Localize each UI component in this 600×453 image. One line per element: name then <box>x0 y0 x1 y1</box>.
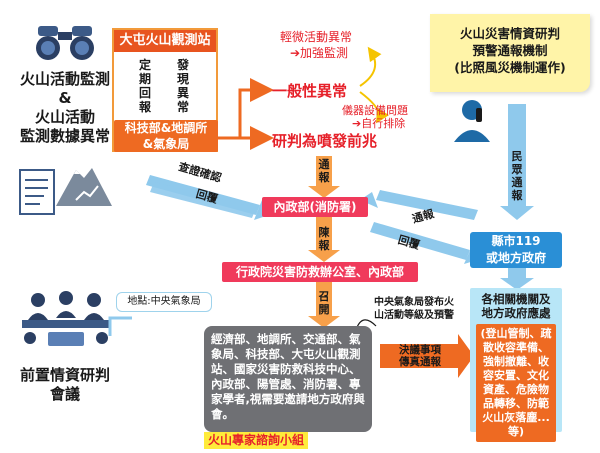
location-note: 地點:中央氣象局 <box>116 292 212 312</box>
present-label: 陳報 <box>318 226 330 252</box>
expert-group-panel: 經濟部、地調所、交通部、氣象局、科技部、大屯火山觀測站、國家災害防救科技中心、內… <box>204 326 372 432</box>
agencies-panel: 各相關機關及 地方政府應處 (登山管制、疏散收容準備、強制撤離、收容安置、文化資… <box>470 288 562 442</box>
meeting-label-1: 前置情資研判 <box>19 366 110 384</box>
mechanism-note: 火山災害情資研判 預警通報機制 (比照風災機制運作) <box>430 14 590 92</box>
report-right-label: 通報 <box>410 207 436 226</box>
eruption-precursor: 研判為噴發前兆 <box>272 132 378 150</box>
meeting-icon <box>18 290 114 350</box>
expert-group-members: 經濟部、地調所、交通部、氣象局、科技部、大屯火山觀測站、國家災害防救科技中心、內… <box>211 332 365 421</box>
monitor-label-2: 火山活動 <box>34 108 95 126</box>
mechanism-line-2: 預警通報機制 <box>472 43 548 58</box>
cabinet-office-box: 行政院災害防救辦公室、內政部 <box>222 262 418 282</box>
minor-action: ➔加強監測 <box>290 46 349 60</box>
cwb-note: 中央氣象局發布火 山活動等級及預警 <box>374 297 454 321</box>
ministry-box: 科技部&地調所 &氣象局 <box>114 120 218 152</box>
resolution-label: 決議事項 傳真通報 <box>399 344 441 368</box>
binoculars-icon <box>32 22 98 62</box>
agencies-title: 各相關機關及 地方政府應處 <box>481 292 551 320</box>
monitor-label-3: 監測數據異常 <box>19 127 110 145</box>
monitor-amp: & <box>58 89 72 107</box>
interior-fire-box: 內政部(消防署) <box>262 197 368 217</box>
public-report-label: 民眾通報 <box>511 150 523 202</box>
reply-left-label: 回覆 <box>194 187 220 206</box>
volcano-report-icon <box>14 156 114 218</box>
monitor-label-1: 火山活動監測 <box>19 70 110 88</box>
agencies-body: (登山管制、疏散收容準備、強制撤離、收容安置、文化資產、危險物品轉移、防範火山灰… <box>476 324 556 442</box>
general-anomaly: 一般性異常 <box>272 82 348 100</box>
phone-person-icon <box>452 98 494 142</box>
equipment-issue: 儀器設備問題 <box>342 104 408 117</box>
convene-label: 召開 <box>318 290 330 316</box>
observatory-box: 大屯火山觀測站 <box>112 28 218 152</box>
meeting-label-2: 會議 <box>49 385 80 403</box>
anomaly-found-label: 發現異常 <box>176 58 189 114</box>
observatory-title: 大屯火山觀測站 <box>114 30 216 52</box>
verify-confirm-label: 查證確認 <box>176 160 223 185</box>
expert-group-title: 火山專家諮詢小組 <box>204 432 309 449</box>
mechanism-line-3: (比照風災機制運作) <box>454 60 566 75</box>
county-box: 縣市119 或地方政府 <box>470 232 562 268</box>
minor-anomaly: 輕微活動異常 <box>280 30 353 44</box>
mechanism-line-1: 火山災害情資研判 <box>459 26 560 41</box>
reply-right-label: 回覆 <box>396 233 422 252</box>
periodic-report-label: 定期回報 <box>138 58 151 114</box>
equipment-action: ➔自行排除 <box>352 117 406 130</box>
report-label-1: 通報 <box>318 158 330 184</box>
